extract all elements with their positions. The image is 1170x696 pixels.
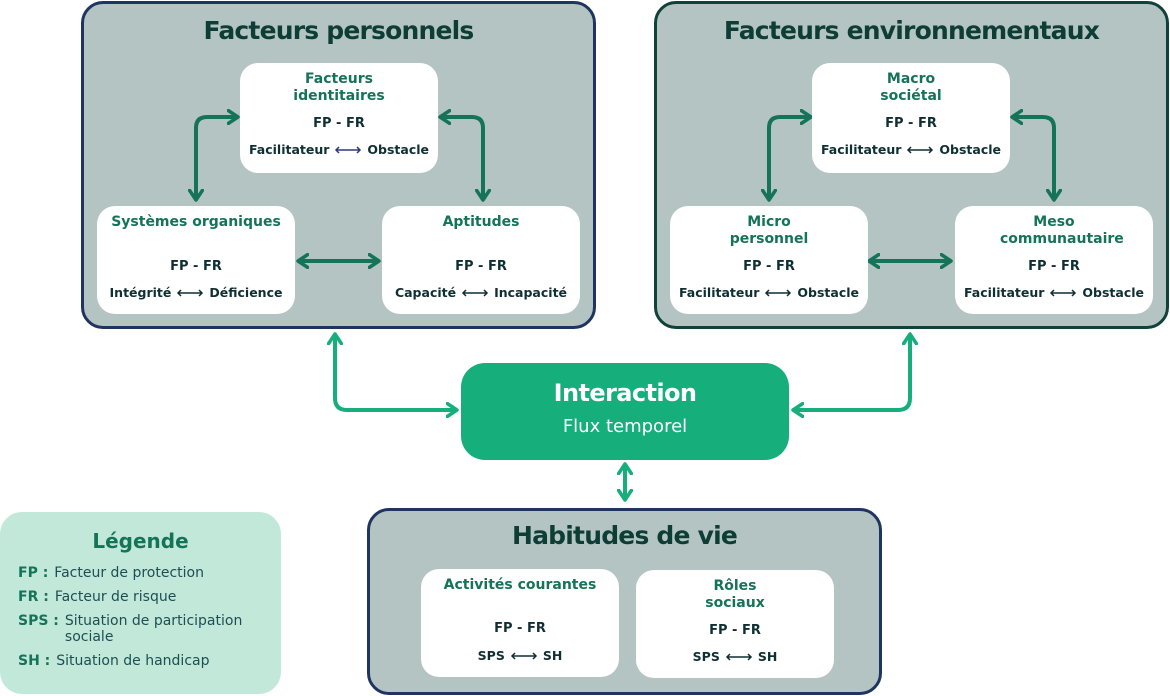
range-right: Incapacité [494,285,568,300]
card-range: Capacité Incapacité [382,285,580,300]
card-fpfr: FP - FR [885,116,937,131]
double-arrow-icon [335,145,362,154]
card-fpfr: FP - FR [1028,259,1080,274]
environmental-factors-title: Facteurs environnementaux [723,16,1100,45]
card-facteurs-identitaires: Facteurs identitaires FP - FR Facilitate… [240,63,438,173]
range-left: Facilitateur [963,285,1045,300]
card-fpfr: FP - FR [455,259,507,274]
interaction-title: Interaction [553,379,697,407]
double-arrow-icon [1050,288,1077,297]
double-arrow-icon [765,288,792,297]
interaction-subtitle: Flux temporel [562,416,688,437]
range-left: Facilitateur [248,142,330,157]
legend-key: FP : [18,565,49,581]
card-range: Facilitateur Obstacle [812,142,1010,157]
life-habits-title: Habitudes de vie [511,521,738,550]
arrow-environmental-interaction [793,334,910,410]
card-title: Macro sociétal [880,71,942,104]
card-aptitudes: Aptitudes FP - FR Capacité Incapacité [382,206,580,314]
card-meso-communautaire: Meso communautaire FP - FR Facilitateur … [955,206,1153,314]
card-micro-personnel: Micro personnel FP - FR Facilitateur Obs… [670,206,868,314]
range-right: SH [542,648,563,663]
range-left: SPS [477,648,505,663]
card-fpfr: FP - FR [709,623,761,638]
card-range: Facilitateur Obstacle [955,285,1153,300]
legend-value: Facteur de protection [54,565,204,581]
legend-key: SPS : [18,613,59,629]
range-left: Facilitateur [820,142,902,157]
card-range: Facilitateur Obstacle [670,285,868,300]
legend-value: Situation de participation sociale [64,613,243,645]
double-arrow-icon [725,652,752,661]
legend-title: Légende [92,529,189,553]
arrow-identitaires-organiques [196,117,238,200]
card-fpfr: FP - FR [313,116,365,131]
range-right: SH [757,649,778,664]
card-title: Micro personnel [729,214,809,247]
card-range: SPS SH [421,648,619,663]
card-range: Facilitateur Obstacle [240,142,438,157]
arrow-macro-micro [769,117,811,200]
card-title: Activités courantes [443,577,597,593]
card-fpfr: FP - FR [170,259,222,274]
card-fpfr: FP - FR [743,259,795,274]
legend-key: SH : [18,653,51,669]
range-right: Obstacle [797,285,860,300]
range-left: Capacité [394,285,457,300]
range-right: Obstacle [1082,285,1145,300]
range-right: Obstacle [939,142,1002,157]
legend-item-sh: SH : Situation de handicap [18,653,209,669]
arrow-personal-interaction [335,334,457,410]
interaction-node: Interaction Flux temporel [461,363,789,460]
card-range: SPS SH [636,649,834,664]
card-title: Rôles sociaux [705,578,765,611]
double-arrow-icon [907,145,934,154]
card-range: Intégrité Déficience [97,285,295,300]
legend-value: Situation de handicap [56,653,210,669]
card-title: Systèmes organiques [111,214,281,230]
range-right: Déficience [209,285,283,300]
card-roles-sociaux: Rôles sociaux FP - FR SPS SH [636,570,834,678]
double-arrow-icon [177,288,204,297]
arrow-identitaires-aptitudes [440,117,483,200]
range-right: Obstacle [367,142,430,157]
legend-item-sps: SPS : Situation de participation sociale [18,613,268,645]
card-fpfr: FP - FR [494,621,546,636]
personal-factors-title: Facteurs personnels [203,16,475,45]
legend-value: Facteur de risque [54,589,177,605]
arrow-macro-meso [1012,117,1054,200]
card-title: Facteurs identitaires [293,71,385,104]
card-activites-courantes: Activités courantes FP - FR SPS SH [421,569,619,677]
legend-box: Légende FP : Facteur de protection FR : … [0,512,281,694]
card-title: Meso communautaire [1000,214,1124,247]
legend-item-fr: FR : Facteur de risque [18,589,176,605]
double-arrow-icon [462,288,489,297]
card-title: Aptitudes [442,214,520,230]
legend-key: FR : [18,589,49,605]
range-left: Intégrité [109,285,172,300]
range-left: SPS [692,649,720,664]
legend-item-fp: FP : Facteur de protection [18,565,204,581]
card-macro-societal: Macro sociétal FP - FR Facilitateur Obst… [812,63,1010,173]
double-arrow-icon [510,651,537,660]
card-systemes-organiques: Systèmes organiques FP - FR Intégrité Dé… [97,206,295,314]
range-left: Facilitateur [678,285,760,300]
